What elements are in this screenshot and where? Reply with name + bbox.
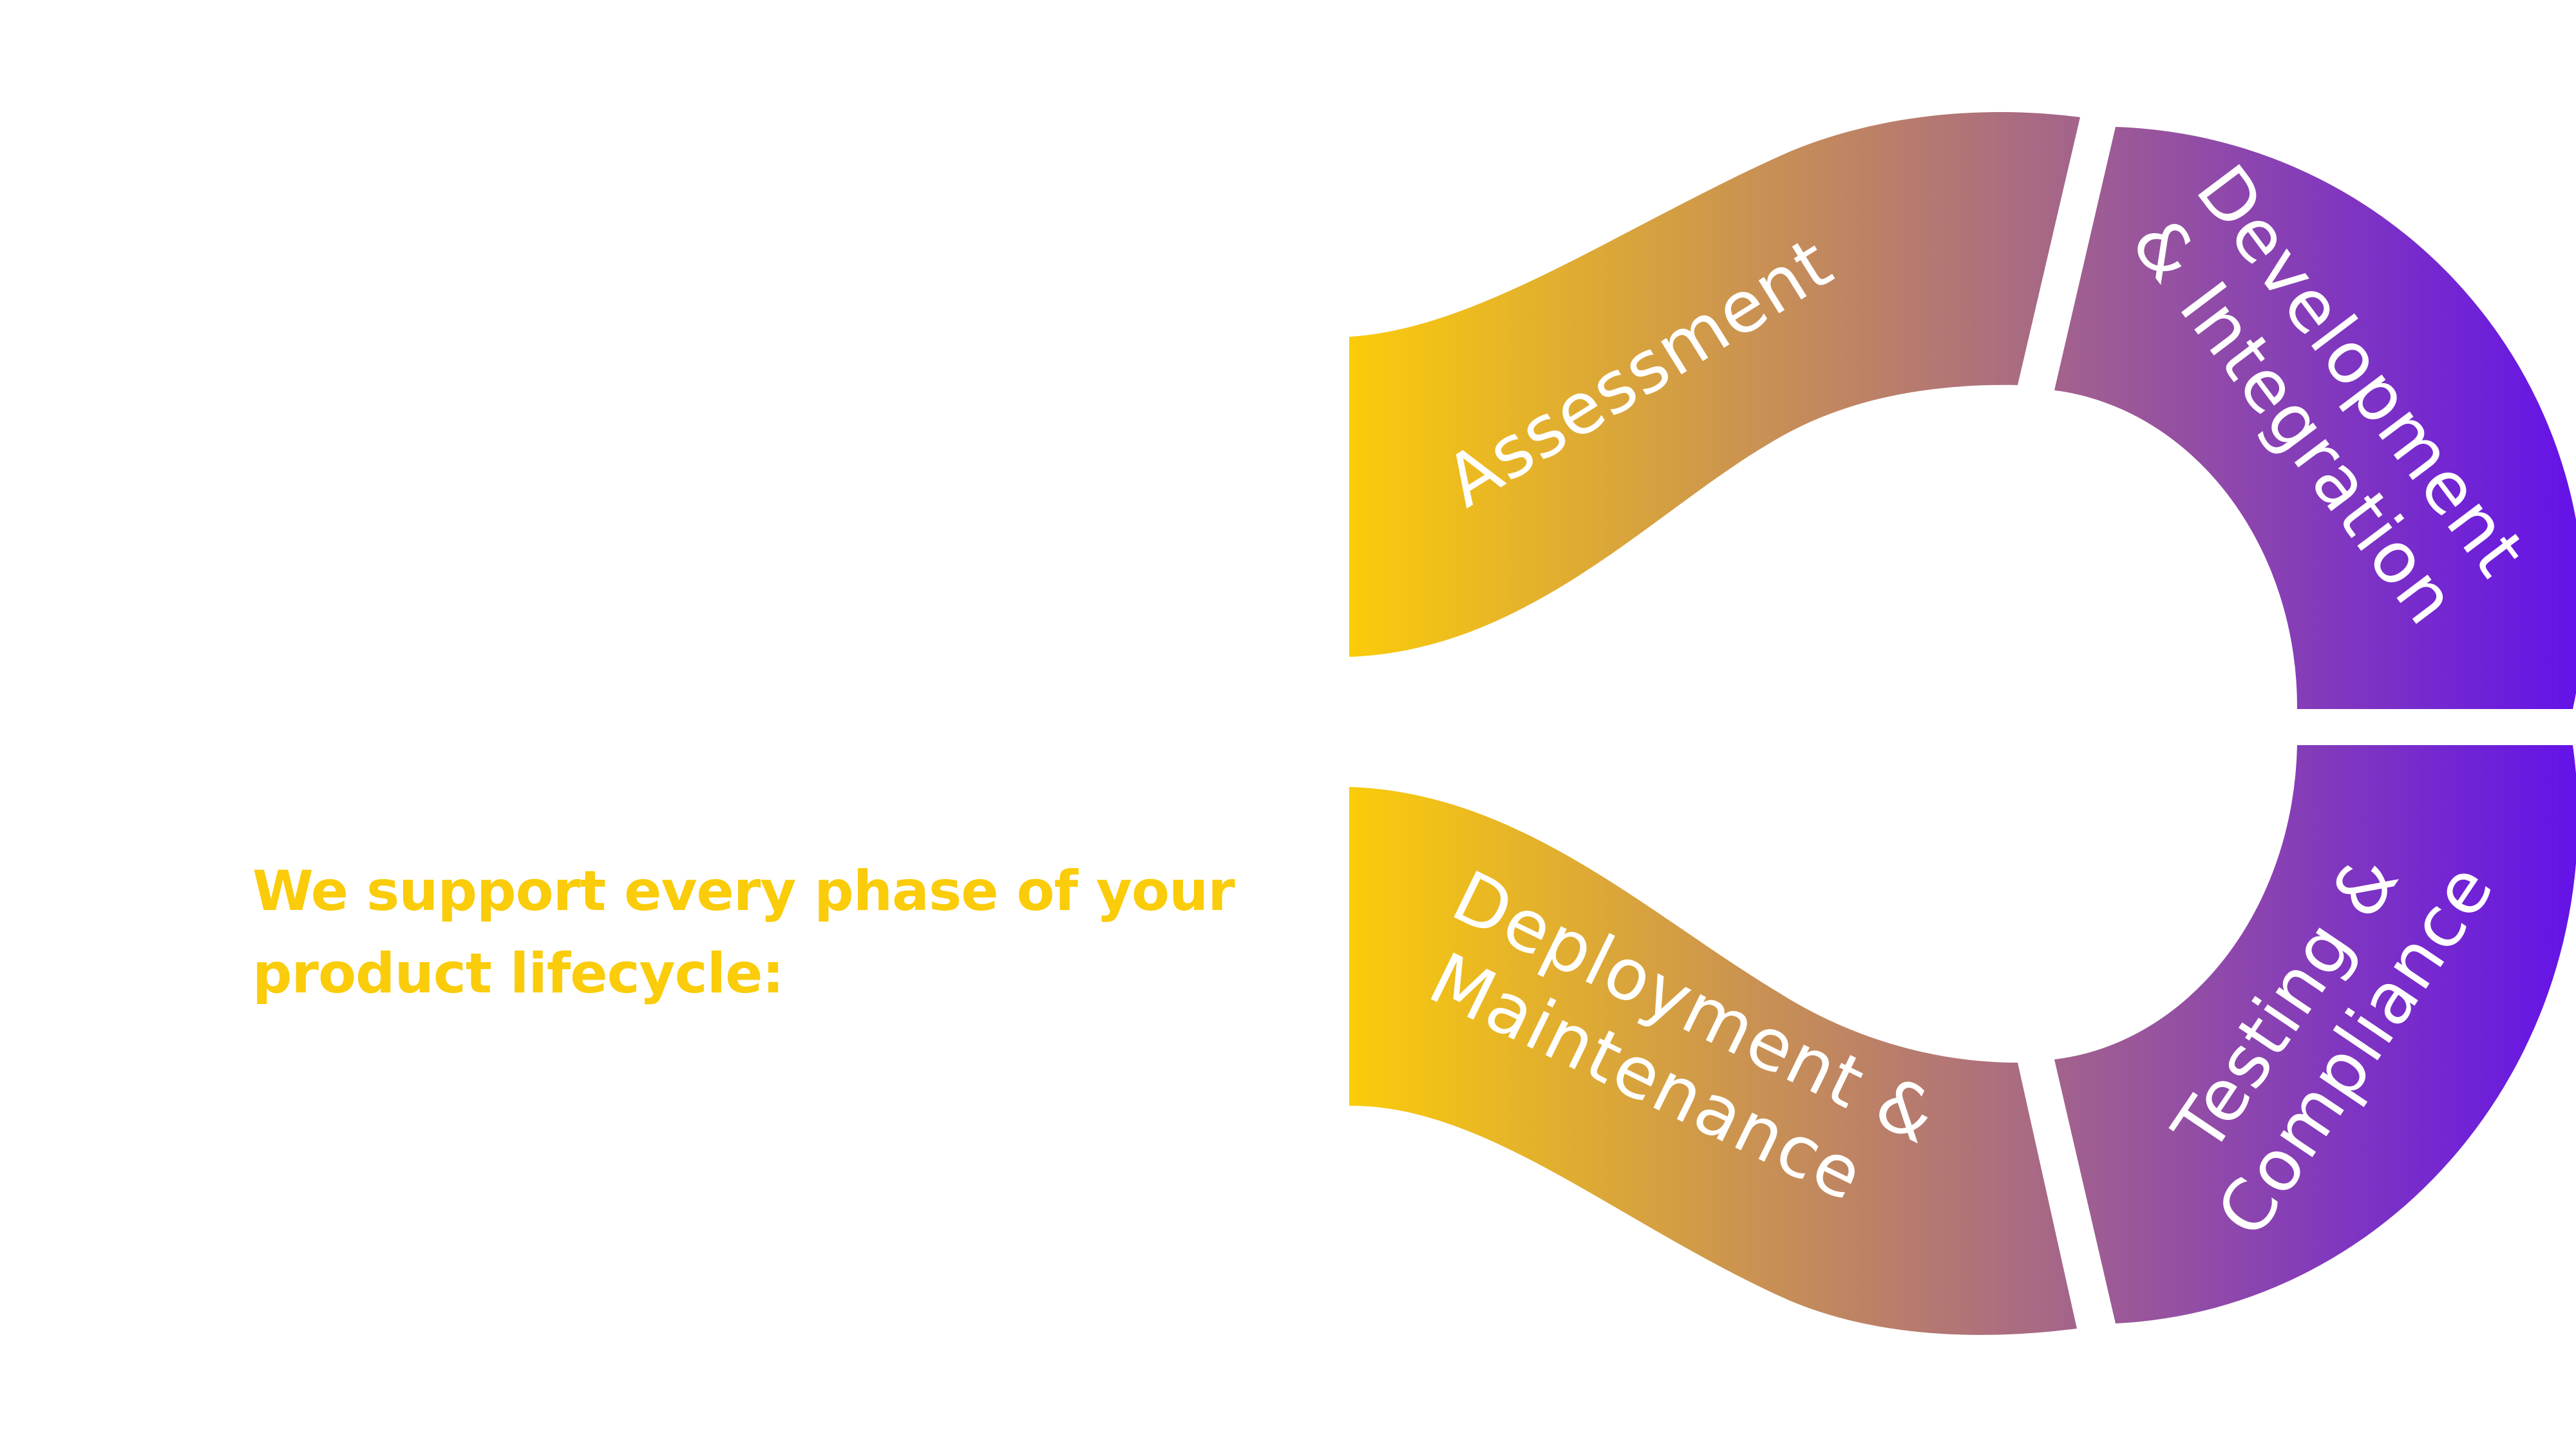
headline-line-2: product lifecycle: (252, 942, 784, 1006)
segment-testing: Testing & Compliance (2054, 745, 2576, 1323)
segment-development-shape (2054, 127, 2576, 709)
segment-development: Development & Integration (2054, 127, 2576, 709)
segment-assessment-shape (1349, 111, 2080, 657)
segment-deployment-shape (1349, 787, 2077, 1335)
segment-assessment: Assessment (1349, 111, 2080, 657)
headline: We support every phase of your product l… (252, 850, 1283, 1015)
headline-line-1: We support every phase of your (252, 859, 1235, 924)
segment-deployment: Deployment & Maintenance (1349, 787, 2077, 1335)
segment-testing-shape (2054, 745, 2576, 1323)
